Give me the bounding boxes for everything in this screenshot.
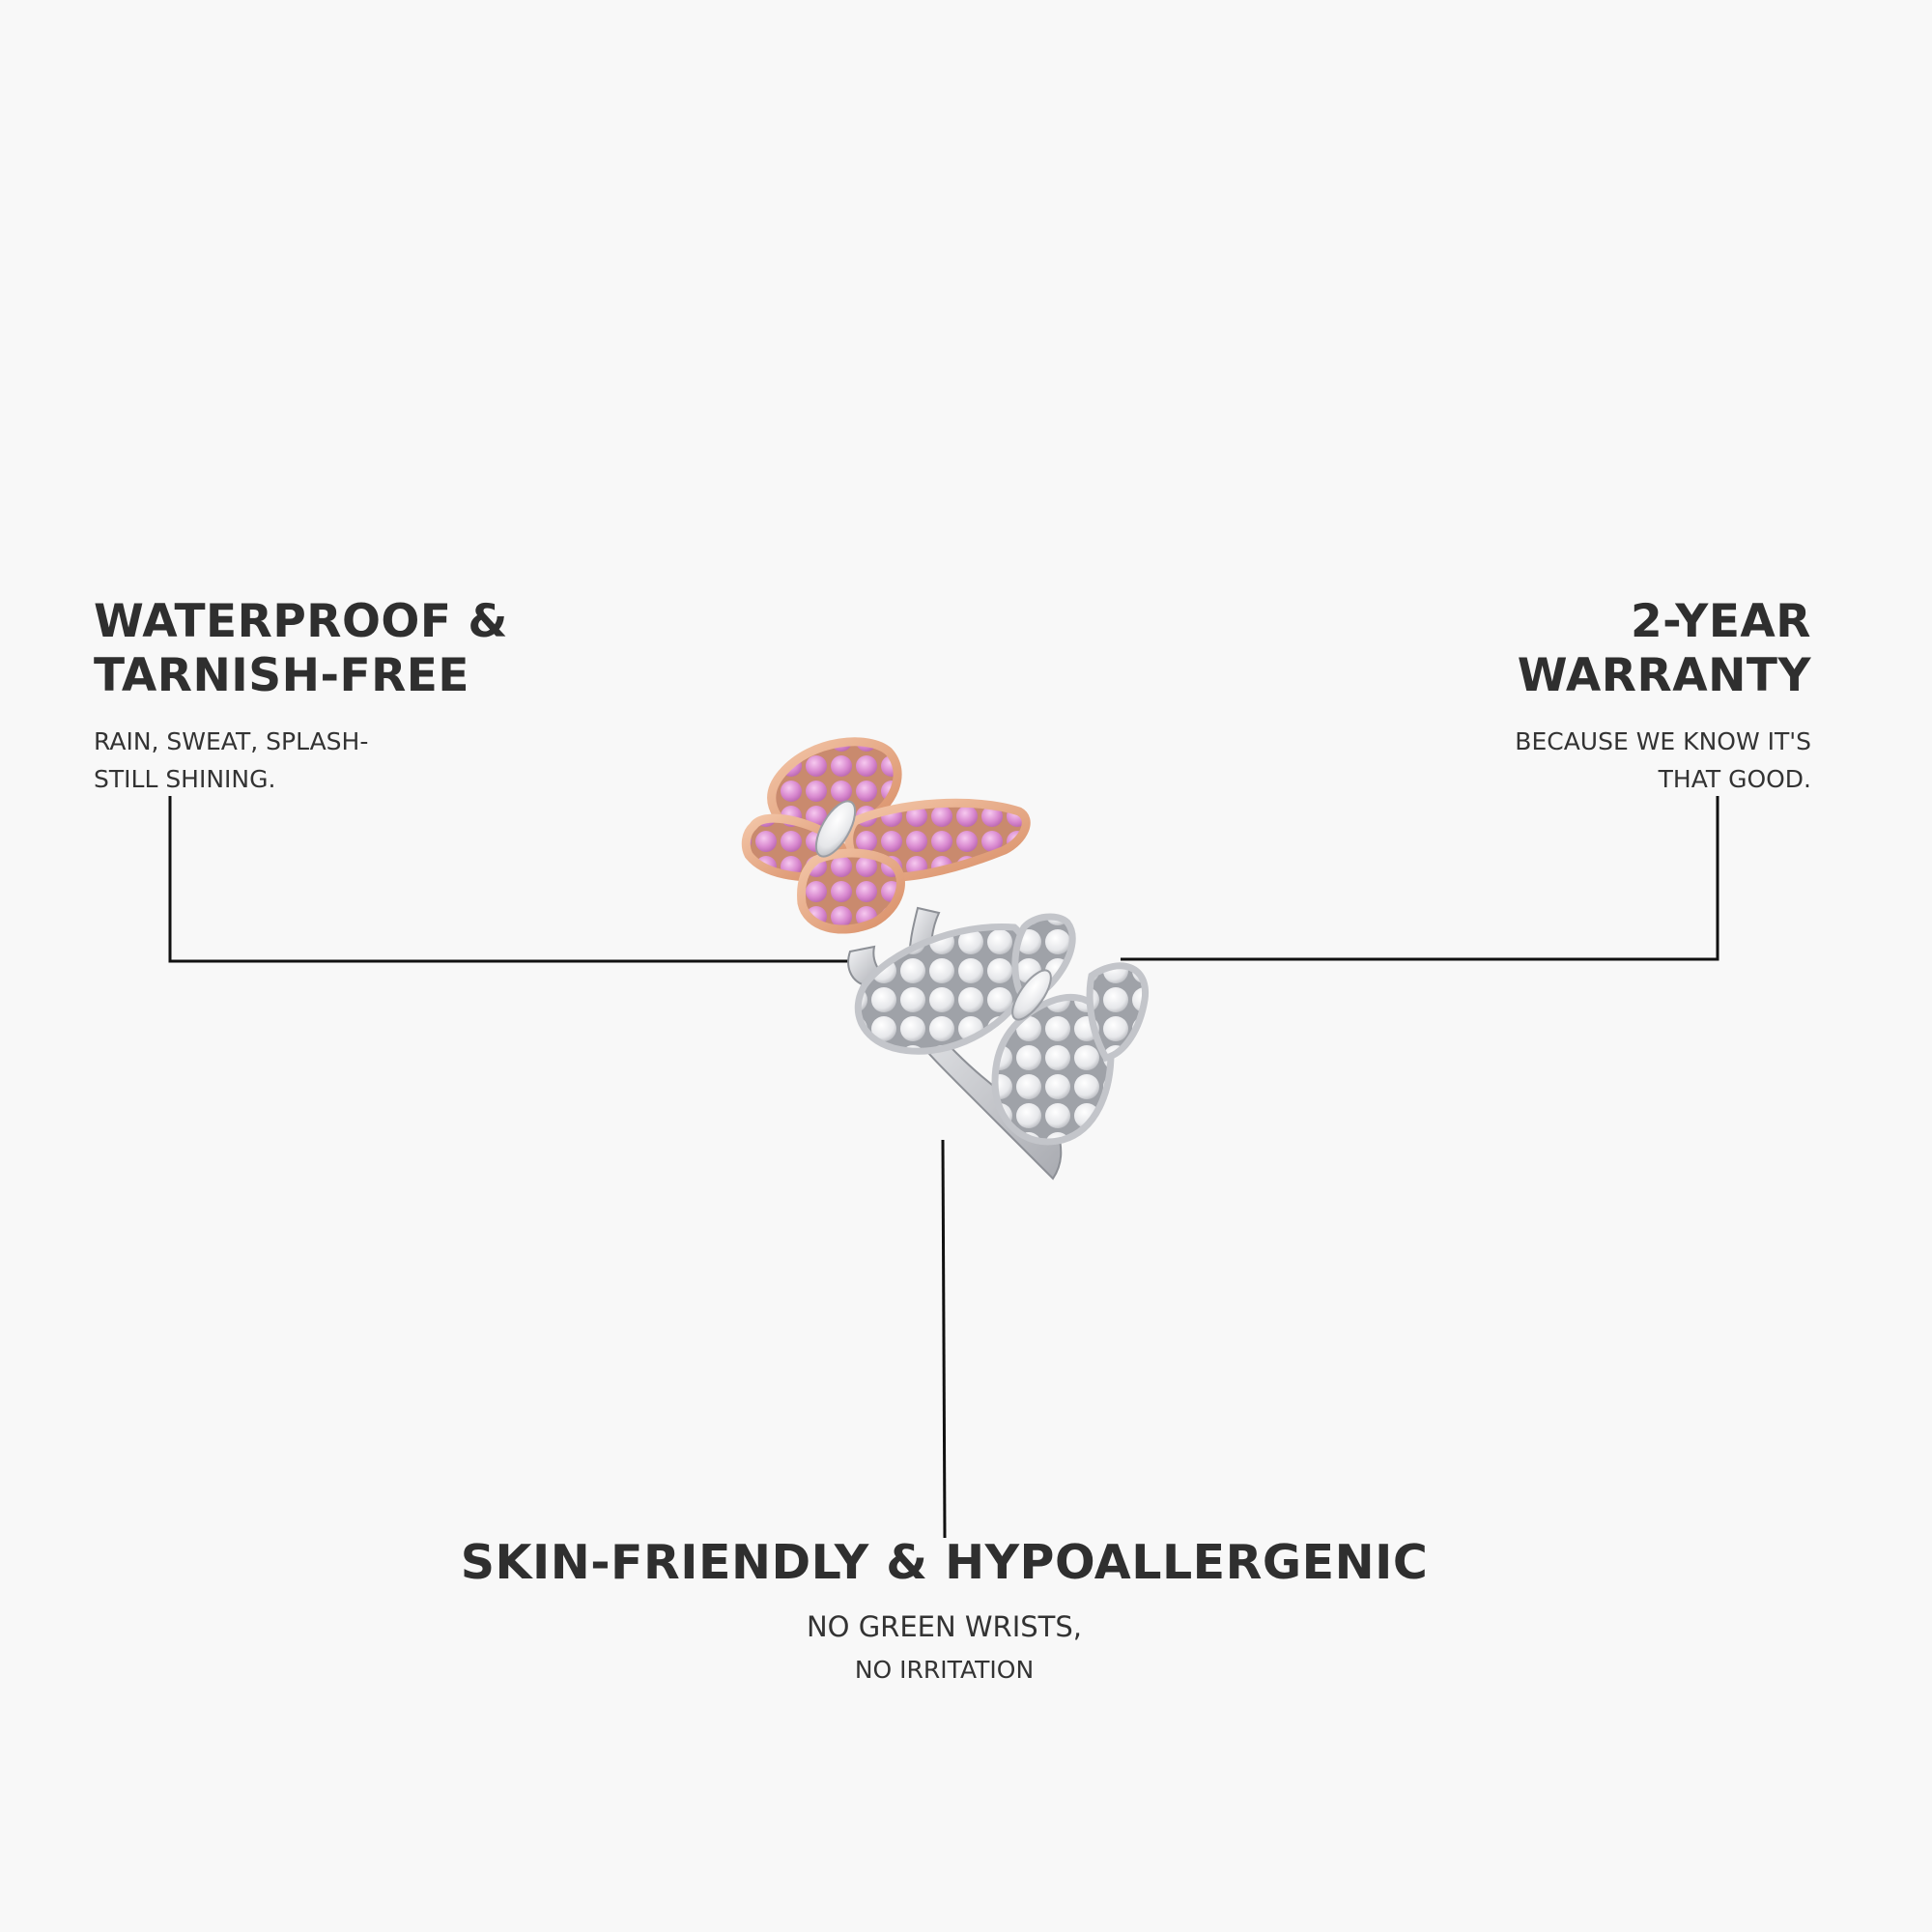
waterproof-heading: WATERPROOF & TARNISH-FREE — [94, 595, 508, 703]
warranty-heading-line-1: 2-YEAR — [1630, 595, 1811, 648]
waterproof-subtitle: RAIN, SWEAT, SPLASH- STILL SHINING. — [94, 723, 368, 798]
left-connector — [168, 796, 850, 963]
warranty-subtitle-line-1: BECAUSE WE KNOW IT'S — [1515, 727, 1811, 755]
hypoallergenic-subtitle-line-1: NO GREEN WRISTS, — [806, 1610, 1083, 1643]
warranty-subtitle-line-2: THAT GOOD. — [1658, 765, 1811, 793]
pink-butterfly-body — [814, 800, 857, 858]
right-connector — [1121, 796, 1719, 961]
pink-butterfly — [741, 737, 1031, 934]
pink-wing-lower — [797, 848, 905, 934]
waterproof-subtitle-line-2: STILL SHINING. — [94, 765, 276, 793]
waterproof-heading-line-1: WATERPROOF & — [94, 595, 508, 648]
white-butterfly-body — [1011, 969, 1052, 1021]
warranty-heading: 2-YEAR WARRANTY — [1518, 595, 1811, 703]
waterproof-heading-line-2: TARNISH-FREE — [94, 649, 469, 702]
bottom-connector — [941, 1139, 947, 1539]
waterproof-subtitle-line-1: RAIN, SWEAT, SPLASH- — [94, 727, 369, 755]
warranty-subtitle: BECAUSE WE KNOW IT'S THAT GOOD. — [1515, 723, 1811, 798]
connector-lines — [168, 796, 1719, 1539]
white-wing-upper-left — [854, 923, 1032, 1055]
hypoallergenic-subtitle-line-2: NO IRRITATION — [854, 1656, 1035, 1684]
white-wing-upper-right — [1011, 913, 1076, 1001]
white-wing-side — [1086, 962, 1150, 1063]
hypoallergenic-heading: SKIN-FRIENDLY & HYPOALLERGENIC — [460, 1535, 1429, 1590]
white-butterfly — [854, 913, 1150, 1146]
warranty-heading-line-2: WARRANTY — [1517, 649, 1811, 702]
